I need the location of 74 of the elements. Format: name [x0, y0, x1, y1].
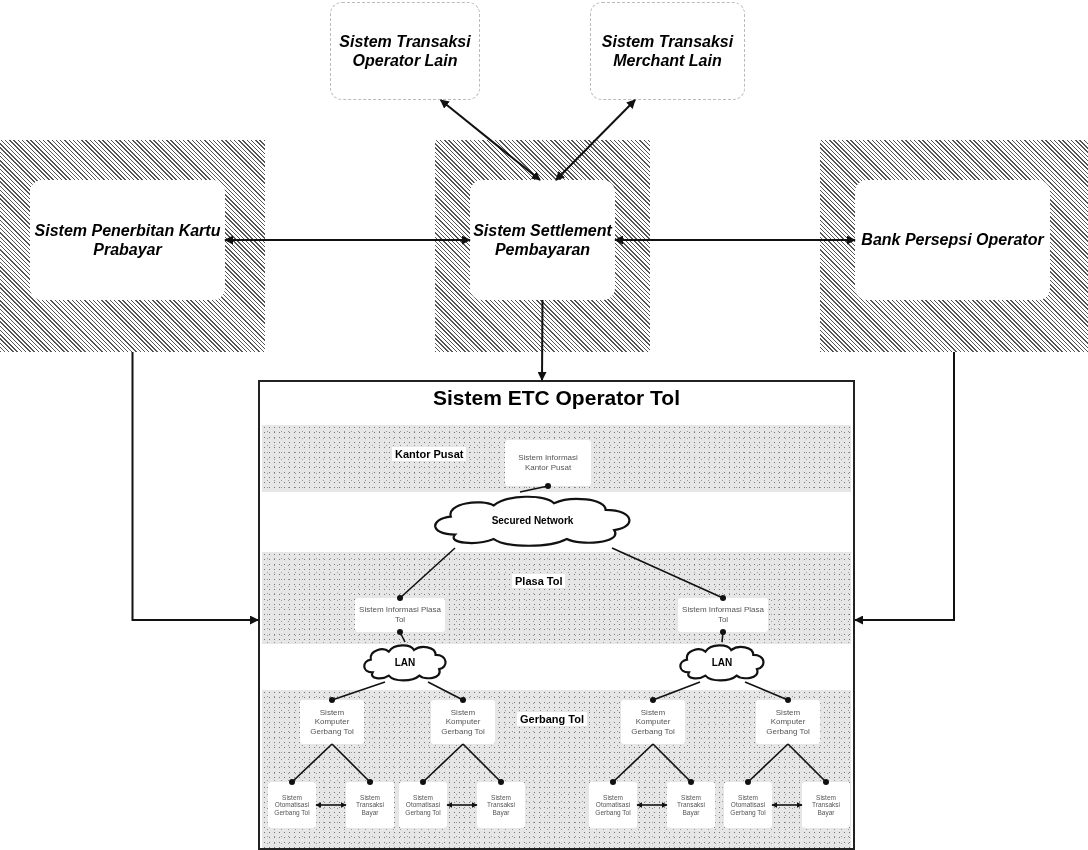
connector-line [744, 681, 791, 703]
system-box [621, 700, 685, 744]
system-box [678, 598, 768, 632]
system-box [505, 440, 591, 486]
box-label: Bank Persepsi Operator [861, 230, 1044, 250]
box-label: Sistem Komputer Gerbang Tol [765, 707, 811, 737]
hatched-panel [435, 140, 650, 352]
double-arrow [614, 235, 856, 245]
system-box [470, 180, 615, 300]
system-box [477, 782, 525, 828]
connector-line [650, 681, 701, 703]
system-box [330, 2, 480, 100]
cloud-label: LAN [394, 656, 416, 668]
double-arrow [446, 802, 478, 808]
box-label: Sistem Komputer Gerbang Tol [630, 707, 676, 737]
system-box [346, 782, 394, 828]
network-cloud [676, 642, 768, 682]
network-cloud [360, 642, 450, 682]
connector-line [331, 743, 373, 785]
double-arrow [315, 802, 347, 808]
connector-line [610, 743, 654, 785]
speckled-band [262, 552, 851, 644]
double-arrow [555, 99, 637, 181]
arrow [854, 351, 955, 625]
system-box [268, 782, 316, 828]
box-label: Sistem Komputer Gerbang Tol [309, 707, 355, 737]
cloud-label: Secured Network [491, 514, 574, 526]
system-box [589, 782, 637, 828]
connector-line [611, 547, 726, 601]
speckled-band [262, 690, 851, 848]
system-box [399, 782, 447, 828]
system-box [667, 782, 715, 828]
box-label: Sistem Informasi Plasa Tol [681, 605, 765, 625]
connector-line [462, 743, 504, 785]
system-box [300, 700, 364, 744]
band-label: Kantor Pusat [392, 447, 467, 461]
speckled-band [262, 425, 851, 492]
cloud-label: LAN [711, 656, 733, 668]
system-box [855, 180, 1050, 300]
system-box [756, 700, 820, 744]
box-label: Sistem Informasi Plasa Tol [358, 605, 442, 625]
arrow [131, 351, 259, 625]
system-box [802, 782, 850, 828]
band-label: Plasa Tol [512, 574, 566, 588]
connector-line [397, 547, 456, 601]
connector-line [289, 743, 333, 785]
connector-line [427, 681, 466, 703]
connector-line [652, 743, 694, 785]
double-arrow [439, 99, 541, 181]
connector-line [745, 743, 789, 785]
double-arrow [636, 802, 668, 808]
system-box [431, 700, 495, 744]
hatched-panel [0, 140, 265, 352]
box-label: Sistem Settlement Pembayaran [472, 220, 614, 260]
system-box [590, 2, 745, 100]
frame-title: Sistem ETC Operator Tol [432, 386, 681, 410]
connector-line [519, 483, 551, 493]
box-label: Sistem Transaksi Operator Lain [338, 31, 472, 71]
system-box [724, 782, 772, 828]
band-label: Gerbang Tol [517, 712, 587, 726]
box-label: Sistem Transaksi Merchant Lain [600, 31, 735, 71]
double-arrow [771, 802, 803, 808]
system-box [30, 180, 225, 300]
system-frame [258, 380, 855, 850]
box-label: Sistem Penerbitan Kartu Prabayar [33, 220, 222, 260]
double-arrow [224, 235, 471, 245]
box-label: Sistem Komputer Gerbang Tol [440, 707, 486, 737]
box-label: Sistem Informasi Kantor Pusat [517, 453, 579, 473]
hatched-panel [820, 140, 1088, 352]
connector-line [420, 743, 464, 785]
connector-line [397, 629, 406, 643]
connector-line [720, 629, 726, 643]
system-box [355, 598, 445, 632]
connector-line [787, 743, 829, 785]
